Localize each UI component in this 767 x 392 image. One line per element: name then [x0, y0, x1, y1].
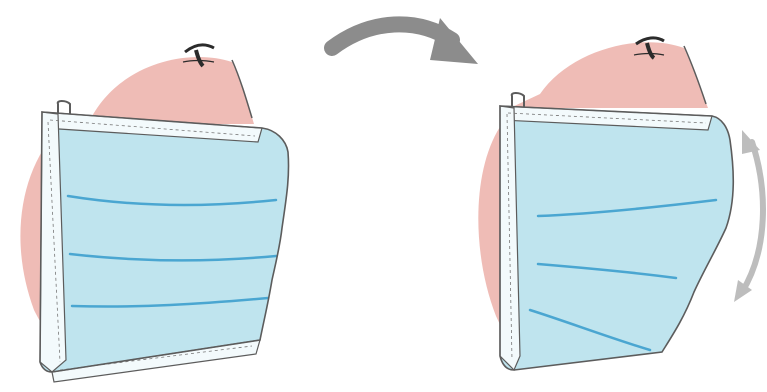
figure-after: [478, 38, 733, 370]
mask-unfolded: [500, 106, 733, 370]
mask-folded: [40, 112, 289, 382]
double-curved-arrow-icon: [734, 130, 763, 302]
figure-before: [20, 45, 288, 382]
curved-arrow-icon: [332, 18, 478, 64]
